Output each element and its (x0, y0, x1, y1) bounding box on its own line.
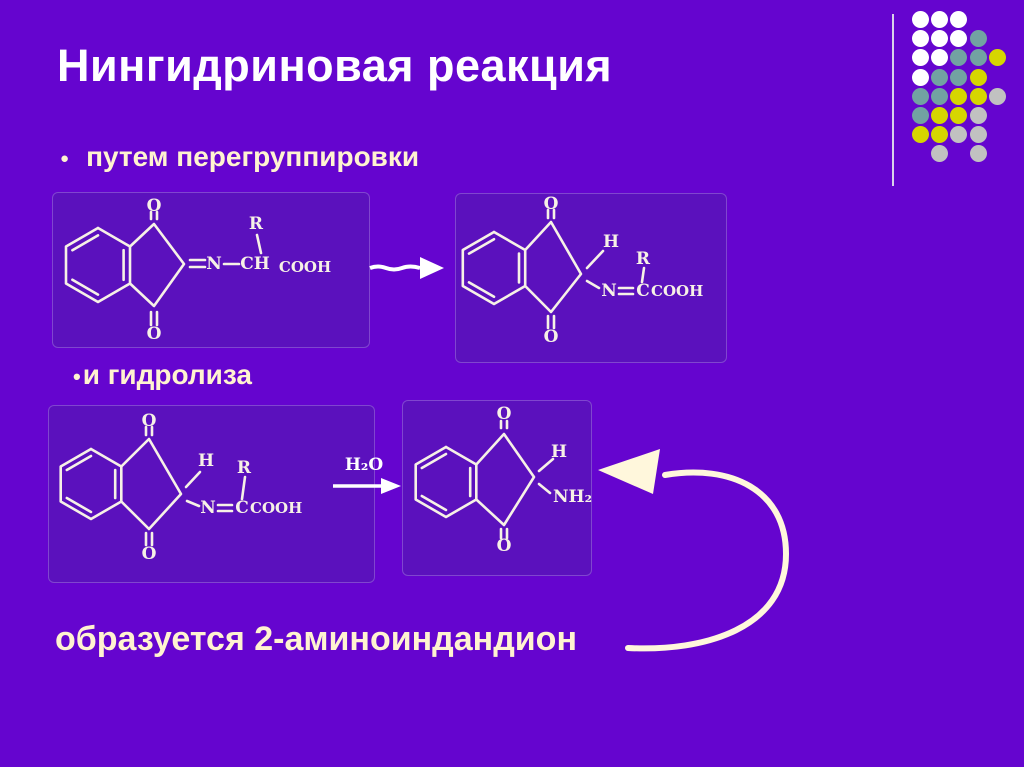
atom-label-r: R (237, 458, 252, 478)
atom-label-n: N (206, 254, 222, 274)
decoration-dot (931, 145, 949, 163)
decoration-dot (931, 49, 949, 67)
decoration-dot (988, 49, 1006, 67)
h2o-label: H₂O (345, 455, 384, 475)
atom-label-h: H (198, 451, 214, 471)
structure-schiff-base-image: O O N CH R COOH (52, 192, 370, 348)
decoration-dot (931, 30, 949, 48)
atom-label-o-top: O (142, 411, 157, 431)
atom-label-h: H (551, 442, 567, 462)
decoration-dot (912, 107, 929, 124)
decoration-dot (931, 11, 949, 28)
decoration-dot (931, 126, 949, 144)
page-title: Нингидриновая реакция (57, 40, 613, 91)
atom-label-r: R (636, 249, 651, 269)
atom-label-o-top: O (147, 196, 162, 216)
decoration-dot (950, 68, 968, 86)
atom-label-o-top: O (544, 194, 559, 214)
decoration-dot (950, 87, 968, 105)
decoration-dot (912, 68, 929, 86)
atom-label-cooh: COOH (250, 499, 302, 517)
decoration-dot (912, 49, 929, 67)
structure-aminoindandione-drawing: O O H NH₂ (414, 404, 592, 556)
decoration-dot (969, 107, 987, 124)
atom-label-n: N (601, 281, 617, 301)
decoration-dot (931, 68, 949, 86)
bullet-icon: ● (60, 149, 70, 167)
atom-label-n: N (200, 498, 216, 518)
atom-label-c: C (636, 281, 650, 301)
atom-label-cooh: COOH (279, 258, 331, 276)
decoration-dot (969, 126, 987, 144)
decoration-dot (950, 107, 968, 124)
result-label: образуется 2-аминоиндандион (55, 620, 577, 658)
decoration-dot (950, 49, 968, 67)
h2o-reaction-arrow: H₂O (333, 455, 401, 494)
decoration-dot-grid (912, 11, 1024, 183)
atom-label-h: H (603, 232, 619, 252)
decoration-dot (912, 87, 929, 105)
decoration-dot (950, 126, 968, 144)
atom-label-o-bottom: O (544, 327, 559, 347)
decoration-dot (969, 30, 987, 48)
decoration-dot (912, 126, 929, 144)
decoration-dot (950, 11, 968, 28)
bullet1-label: путем перегруппировки (86, 141, 420, 172)
decoration-dot (931, 107, 949, 124)
structure-adduct-image: O O H N C R COOH (48, 405, 375, 583)
atom-label-o-bottom: O (497, 536, 512, 556)
structure-rearranged-drawing: O O H N C R COOH (461, 194, 703, 347)
bullet-item-hydrolysis: •и гидролиза (73, 359, 252, 391)
atom-label-r: R (249, 214, 264, 234)
bullet-item-rearrangement: ● путем перегруппировки (60, 141, 419, 173)
decoration-dot (969, 87, 987, 105)
structure-adduct-drawing: O O H N C R COOH (59, 411, 302, 564)
atom-label-nh2: NH₂ (553, 487, 592, 507)
decoration-dot (969, 68, 987, 86)
curved-arrow-icon (598, 449, 790, 652)
atom-label-o-bottom: O (147, 324, 162, 344)
decoration-vertical-line (892, 14, 894, 186)
decoration-dot (969, 145, 987, 163)
bullet-icon: • (73, 364, 81, 389)
structure-aminoindandione-image: O O H NH₂ (402, 400, 592, 576)
decoration-dot (988, 87, 1006, 105)
decoration-dot (969, 49, 987, 67)
atom-label-ch: CH (240, 254, 270, 274)
bullet2-label: и гидролиза (82, 359, 252, 390)
structure-rearranged-image: O O H N C R COOH (455, 193, 727, 363)
atom-label-c: C (235, 498, 249, 518)
reaction-arrow-icon (369, 257, 444, 279)
decoration-dot (912, 11, 929, 28)
decoration-dot (912, 30, 929, 48)
structure-schiff-base-drawing: O O N CH R COOH (64, 196, 331, 344)
decoration-dot (931, 87, 949, 105)
atom-label-o-bottom: O (142, 544, 157, 564)
atom-label-cooh: COOH (651, 282, 703, 300)
atom-label-o-top: O (497, 404, 512, 424)
decoration-dot (950, 30, 968, 48)
